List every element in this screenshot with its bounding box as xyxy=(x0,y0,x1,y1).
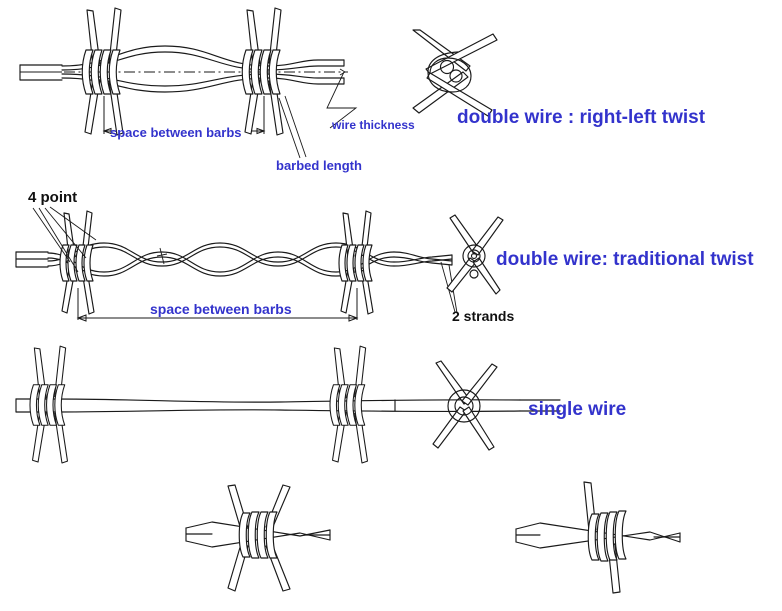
barb-cluster-right xyxy=(338,210,374,315)
barb-detail-two-point xyxy=(515,481,681,594)
single-wire-cross-section xyxy=(432,360,498,451)
label-barbed-length: barbed length xyxy=(276,158,362,173)
label-space-between-barbs-mid: space between barbs xyxy=(150,301,292,317)
barb-cluster-left xyxy=(81,7,124,136)
label-double-wire-right-left-twist: double wire : right-left twist xyxy=(457,107,706,128)
label-wire-thickness: wire thickness xyxy=(332,118,415,132)
label-two-strands: 2 strands xyxy=(452,308,515,324)
double-wire-traditional-twist-cross-section xyxy=(446,214,504,295)
double-wire-right-left-twist-cross-section xyxy=(412,29,498,117)
row-right-left-twist-illustration xyxy=(19,7,358,159)
label-space-between-barbs-top: space between barbs xyxy=(110,125,242,140)
label-single-wire: single wire xyxy=(528,399,627,420)
barb-cluster-right xyxy=(329,345,369,464)
barb-cluster-right xyxy=(241,7,284,136)
label-four-point: 4 point xyxy=(28,189,78,206)
row-single-wire-illustration xyxy=(15,345,561,464)
label-double-wire-traditional-twist: double wire: traditional twist xyxy=(496,249,754,270)
barb-detail-four-point xyxy=(185,484,331,592)
barb-cluster-left xyxy=(29,345,69,464)
